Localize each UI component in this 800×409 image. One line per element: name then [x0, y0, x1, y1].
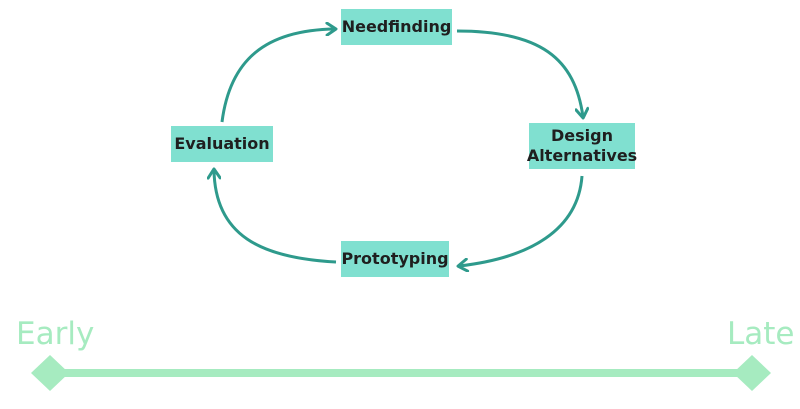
node-evaluation-label: Evaluation: [174, 134, 270, 153]
timeline-start-diamond: [31, 355, 69, 391]
node-needfinding-label: Needfinding: [341, 17, 452, 36]
node-needfinding: Needfinding: [341, 9, 452, 45]
node-prototyping-label: Prototyping: [341, 249, 449, 268]
node-prototyping: Prototyping: [341, 241, 449, 277]
edge-needfinding-to-design: [456, 29, 583, 117]
edge-evaluation-to-needfinding: [220, 29, 335, 123]
timeline-end-label: Late: [727, 316, 795, 352]
timeline-end-diamond: [733, 355, 771, 391]
edge-design-to-prototyping: [459, 175, 584, 266]
node-evaluation: Evaluation: [171, 126, 273, 162]
edge-prototyping-to-evaluation: [214, 170, 337, 264]
node-design-alternatives: Design Alternatives: [526, 123, 638, 169]
node-design-alternatives-line-2: Alternatives: [526, 146, 638, 165]
timeline-start-label: Early: [16, 316, 95, 352]
node-design-alternatives-line-1: Design: [551, 126, 613, 145]
